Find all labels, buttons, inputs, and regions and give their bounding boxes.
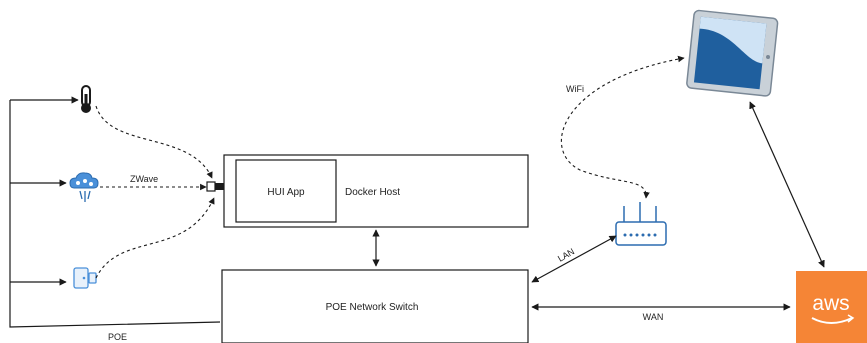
wifi-label: WiFi [566, 84, 584, 94]
aws-logo-icon: aws [796, 271, 867, 343]
lan-link [531, 235, 617, 283]
tablet-aws-link [749, 101, 825, 268]
poe-switch-label: POE Network Switch [326, 302, 419, 313]
wifi-link [560, 55, 685, 199]
weather-sensor-icon [69, 172, 99, 202]
tablet-icon [686, 9, 779, 97]
wan-label: WAN [643, 312, 664, 322]
docker-host-label: Docker Host [345, 187, 400, 198]
lan-label: LAN [556, 246, 576, 263]
hui-app-box [235, 159, 337, 223]
door-sensor-icon [73, 267, 97, 289]
hui-app-label: HUI App [267, 187, 305, 198]
poe-line-main [9, 100, 221, 328]
wifi-router-icon [615, 202, 667, 246]
poe-label: POE [108, 332, 127, 342]
zwave-link-door [95, 197, 215, 279]
poe-switch-box [221, 269, 529, 343]
poe-wiring [9, 96, 221, 328]
aws-logo-text: aws [812, 292, 849, 315]
zwave-link-thermometer [95, 105, 213, 179]
zwave-label: ZWave [130, 174, 158, 184]
zwave-dongle-icon [206, 181, 224, 192]
zwave-links [95, 105, 215, 279]
thermometer-icon [81, 85, 91, 113]
